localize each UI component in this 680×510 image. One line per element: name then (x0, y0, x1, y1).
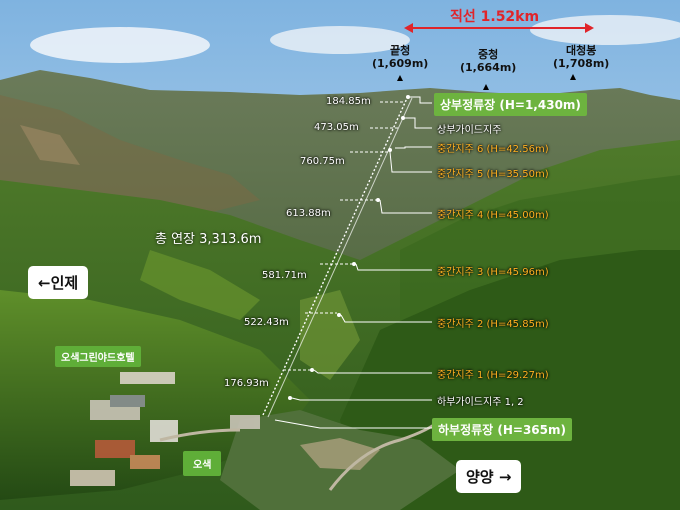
peak-elevation: (1,609m) (372, 57, 429, 70)
pylon-label-4: 중간지주 4 (H=45.00m) (437, 210, 549, 221)
pylon-label-5: 중간지주 5 (H=35.50m) (437, 169, 549, 180)
peak-name: 중청 (478, 48, 499, 61)
straight-distance-label: 직선 1.52km (450, 9, 540, 25)
pylon-label-3: 중간지주 3 (H=45.96m) (437, 267, 549, 278)
total-length-label: 총 연장 3,313.6m (155, 232, 262, 247)
direction-yangyang-label: 양양 → (456, 460, 522, 493)
peak-label-kkeutcheong: 끝청 (1,609m) (372, 44, 428, 70)
peak-elevation: (1,664m) (460, 61, 517, 74)
distance-label-7: 176.93m (224, 378, 269, 389)
pylon-label-6: 중간지주 6 (H=42.56m) (437, 144, 549, 155)
lower-guide-label: 하부가이드지주 1, 2 (437, 397, 524, 408)
distance-label-6: 522.43m (244, 317, 289, 328)
pylon-label-2: 중간지주 2 (H=45.85m) (437, 319, 549, 330)
lower-station-label: 하부정류장 (H=365m) (432, 418, 572, 441)
peak-name: 대청봉 (565, 44, 597, 57)
peak-name: 끝청 (390, 44, 411, 57)
distance-label-1: 184.85m (326, 96, 371, 107)
distance-label-2: 473.05m (314, 122, 359, 133)
upper-guide-label: 상부가이드지주 (437, 125, 502, 136)
peak-label-jungcheong: 중청 (1,664m) (460, 48, 516, 74)
peak-marker (483, 84, 489, 90)
peak-marker (397, 75, 403, 81)
distance-label-5: 581.71m (262, 270, 307, 281)
peak-marker (570, 74, 576, 80)
town-label: 오색 (183, 451, 222, 476)
hotel-label: 오색그린야드호텔 (55, 346, 141, 367)
distance-label-3: 760.75m (300, 156, 345, 167)
upper-station-label: 상부정류장 (H=1,430m) (434, 93, 587, 116)
pylon-label-1: 중간지주 1 (H=29.27m) (437, 370, 549, 381)
peak-elevation: (1,708m) (553, 57, 610, 70)
distance-label-4: 613.88m (286, 208, 331, 219)
direction-inje-label: ←인제 (28, 266, 89, 299)
peak-label-daecheongbong: 대청봉 (1,708m) (553, 44, 609, 70)
